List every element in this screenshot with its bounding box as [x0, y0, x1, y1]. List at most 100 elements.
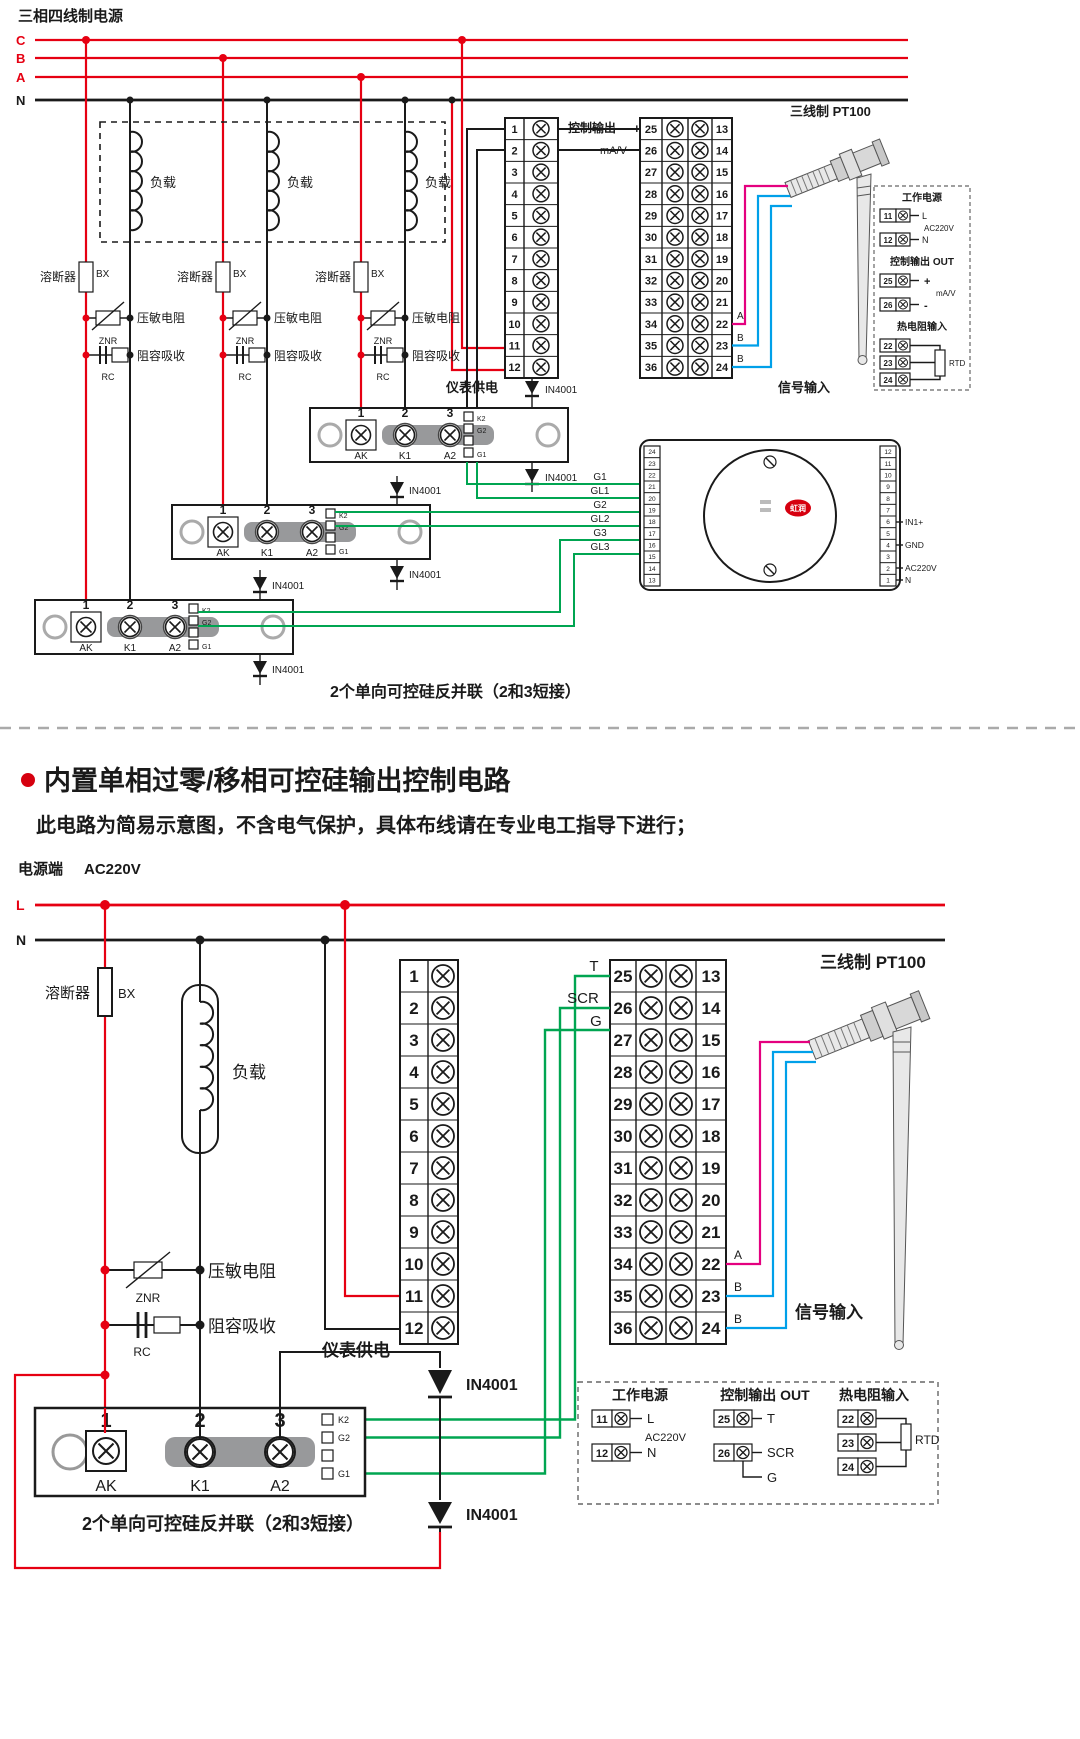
terminal-number: 23 — [648, 461, 656, 468]
module-gate-k2: K2 — [338, 1415, 349, 1425]
controller-n-label: N — [905, 575, 911, 585]
terminal-screw — [669, 1252, 693, 1276]
terminal-screw — [639, 996, 663, 1020]
pt100-sensor-top: 三线制 PT100 A B B 信号输入 — [732, 104, 890, 395]
diode-label: IN4001 — [466, 1507, 518, 1524]
terminal-number: 14 — [716, 145, 729, 157]
terminal-number: 3 — [409, 1031, 418, 1050]
terminal-screw — [691, 120, 709, 138]
diode-label: IN4001 — [409, 570, 442, 581]
signal-b-label: B — [737, 333, 744, 344]
terminal-screw — [431, 1028, 455, 1052]
panel-minus: - — [924, 300, 928, 312]
panel-rtd-label: RTD — [915, 1433, 940, 1447]
panel-ac220v: AC220V — [924, 224, 954, 233]
terminal-number: 19 — [648, 507, 656, 514]
terminal-number: 31 — [614, 1159, 633, 1178]
terminal-screw — [532, 206, 550, 225]
terminal-screw — [639, 964, 663, 988]
terminal-number: 23 — [702, 1287, 721, 1306]
varistor-label: 压敏电阻 — [208, 1262, 276, 1281]
load-bottom: 负载 — [181, 984, 266, 1154]
terminal-screw — [639, 1188, 663, 1212]
terminal-number: 6 — [409, 1127, 418, 1146]
terminal-screw — [669, 996, 693, 1020]
terminal-number: 9 — [511, 297, 517, 309]
terminal-number: 9 — [886, 484, 890, 491]
terminal-number: 15 — [648, 554, 656, 561]
panel-term-11: 11 — [884, 212, 893, 221]
varistor-label: 压敏电阻 — [137, 310, 185, 325]
scr-module-1 — [310, 406, 568, 462]
terminal-number: 21 — [648, 484, 656, 491]
module-label-a2: A2 — [270, 1478, 290, 1495]
terminal-screw — [669, 964, 693, 988]
varistor-rc-branches: ZNR 压敏电阻 RC 阻容吸收 ZNR 压敏电阻 RC 阻容吸收 ZNR 压敏… — [86, 301, 460, 382]
snubber-model: RC — [133, 1345, 151, 1359]
terminal-number: 2 — [511, 145, 517, 157]
terminal-number: 35 — [645, 340, 657, 352]
terminal-screw — [691, 206, 709, 225]
terminal-number: 12 — [405, 1319, 424, 1338]
terminal-screw — [666, 120, 684, 138]
panel-rtd-label: RTD — [949, 359, 966, 368]
panel-term-24: 24 — [842, 1462, 855, 1474]
terminal-screw — [639, 1028, 663, 1052]
terminal-number: 8 — [511, 275, 517, 287]
terminal-number: 24 — [648, 449, 656, 456]
varistor-label: 压敏电阻 — [274, 310, 322, 325]
fuse-model: BX — [96, 269, 110, 280]
terminal-number: 16 — [648, 542, 656, 549]
junction-dots-top — [82, 36, 466, 359]
terminal-screw — [532, 250, 550, 268]
terminal-screw — [666, 250, 684, 268]
pt100-label: 三线制 PT100 — [790, 104, 871, 119]
terminal-number: 16 — [716, 189, 728, 201]
panel-scr-label: SCR — [767, 1445, 794, 1460]
terminal-screw — [669, 1316, 693, 1340]
fuse-model: BX — [371, 269, 385, 280]
terminal-screw — [691, 228, 709, 246]
fuse-model: BX — [118, 986, 136, 1001]
terminal-screw — [669, 1220, 693, 1244]
terminal-number: 19 — [702, 1159, 721, 1178]
terminal-number: 17 — [648, 531, 656, 538]
snubber-model: RC — [377, 372, 390, 382]
gate-label-gl2: GL2 — [591, 514, 610, 525]
terminal-number: 20 — [648, 496, 656, 503]
terminal-screw — [669, 1188, 693, 1212]
n-label: N — [16, 932, 26, 948]
junction-dots-bottom — [100, 900, 350, 1380]
terminal-screw — [532, 228, 550, 246]
phase-b-label: B — [16, 51, 25, 66]
diode-label: IN4001 — [545, 385, 578, 396]
terminal-number: 25 — [614, 967, 633, 986]
terminal-number: 18 — [716, 232, 728, 244]
brand-logo-text: 虹润 — [790, 503, 806, 513]
gate-label-g2: G2 — [593, 500, 607, 511]
gate-label-gl1: GL1 — [591, 486, 610, 497]
terminal-screw — [431, 1060, 455, 1084]
snubber-model: RC — [239, 372, 252, 382]
diode-label: IN4001 — [545, 473, 578, 484]
terminal-screw — [532, 163, 550, 181]
terminal-number: 4 — [511, 189, 518, 201]
diodes-top: IN4001 IN4001 IN4001 IN4001 IN4001 IN400… — [251, 375, 578, 685]
terminal-number: 8 — [886, 496, 890, 503]
terminal-number: 36 — [614, 1319, 633, 1338]
panel-term-23: 23 — [842, 1438, 854, 1450]
terminal-number: 2 — [409, 999, 418, 1018]
varistor-model: ZNR — [136, 1291, 161, 1305]
terminal-number: 26 — [645, 145, 657, 157]
brand-logo — [785, 499, 811, 517]
terminal-screw — [532, 271, 550, 290]
panel-term-26: 26 — [718, 1448, 730, 1460]
terminal-number: 16 — [702, 1063, 721, 1082]
scr-label: SCR — [567, 990, 599, 1007]
terminal-number: 14 — [648, 566, 656, 573]
terminal-screw — [666, 271, 684, 290]
